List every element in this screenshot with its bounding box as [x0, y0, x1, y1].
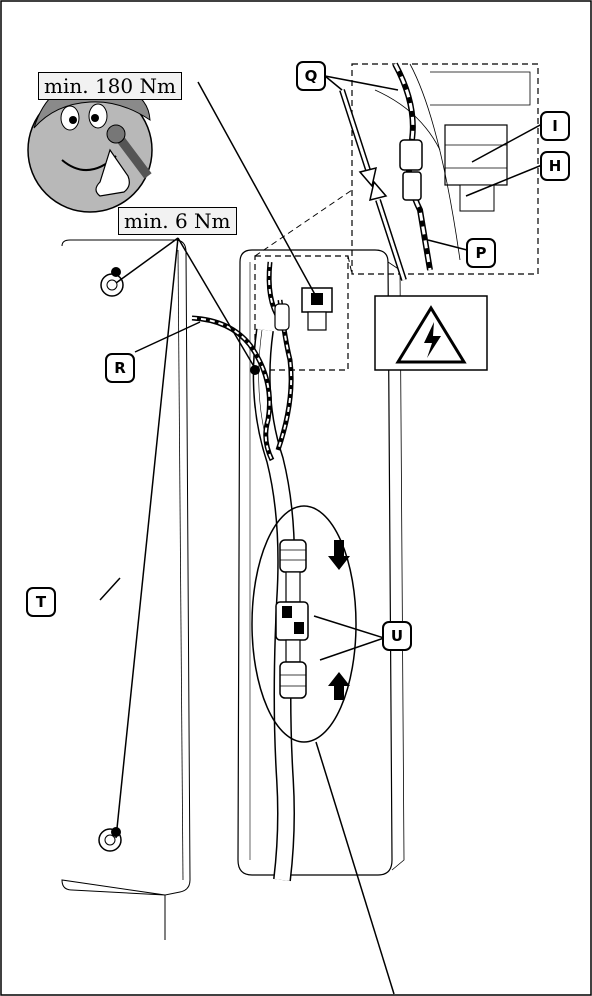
callout-u: U [382, 621, 412, 651]
mechanic-mascot-icon [27, 80, 153, 213]
nut-large [374, 71, 531, 212]
electrical-hazard-icon [374, 295, 488, 371]
arrow-up-icon [328, 672, 350, 700]
screw-top [100, 273, 124, 297]
detail-box-small [254, 255, 349, 371]
arrow-down-icon [328, 540, 350, 570]
callout-p: P [466, 238, 496, 268]
callout-r: R [105, 353, 135, 383]
detail-box-large [351, 63, 539, 275]
detail-cable [392, 62, 461, 271]
cover-panel-t [61, 239, 191, 940]
torque-label-180nm: min. 180 Nm [38, 72, 182, 100]
insert-arrows [339, 89, 407, 281]
leader-lines [99, 75, 543, 995]
callout-h: H [540, 151, 570, 181]
cable-coupling [251, 505, 357, 743]
callout-t: T [26, 587, 56, 617]
callout-q: Q [296, 61, 326, 91]
callout-i: I [540, 111, 570, 141]
earth-cable [191, 261, 294, 462]
torque-label-6nm: min. 6 Nm [118, 207, 237, 235]
